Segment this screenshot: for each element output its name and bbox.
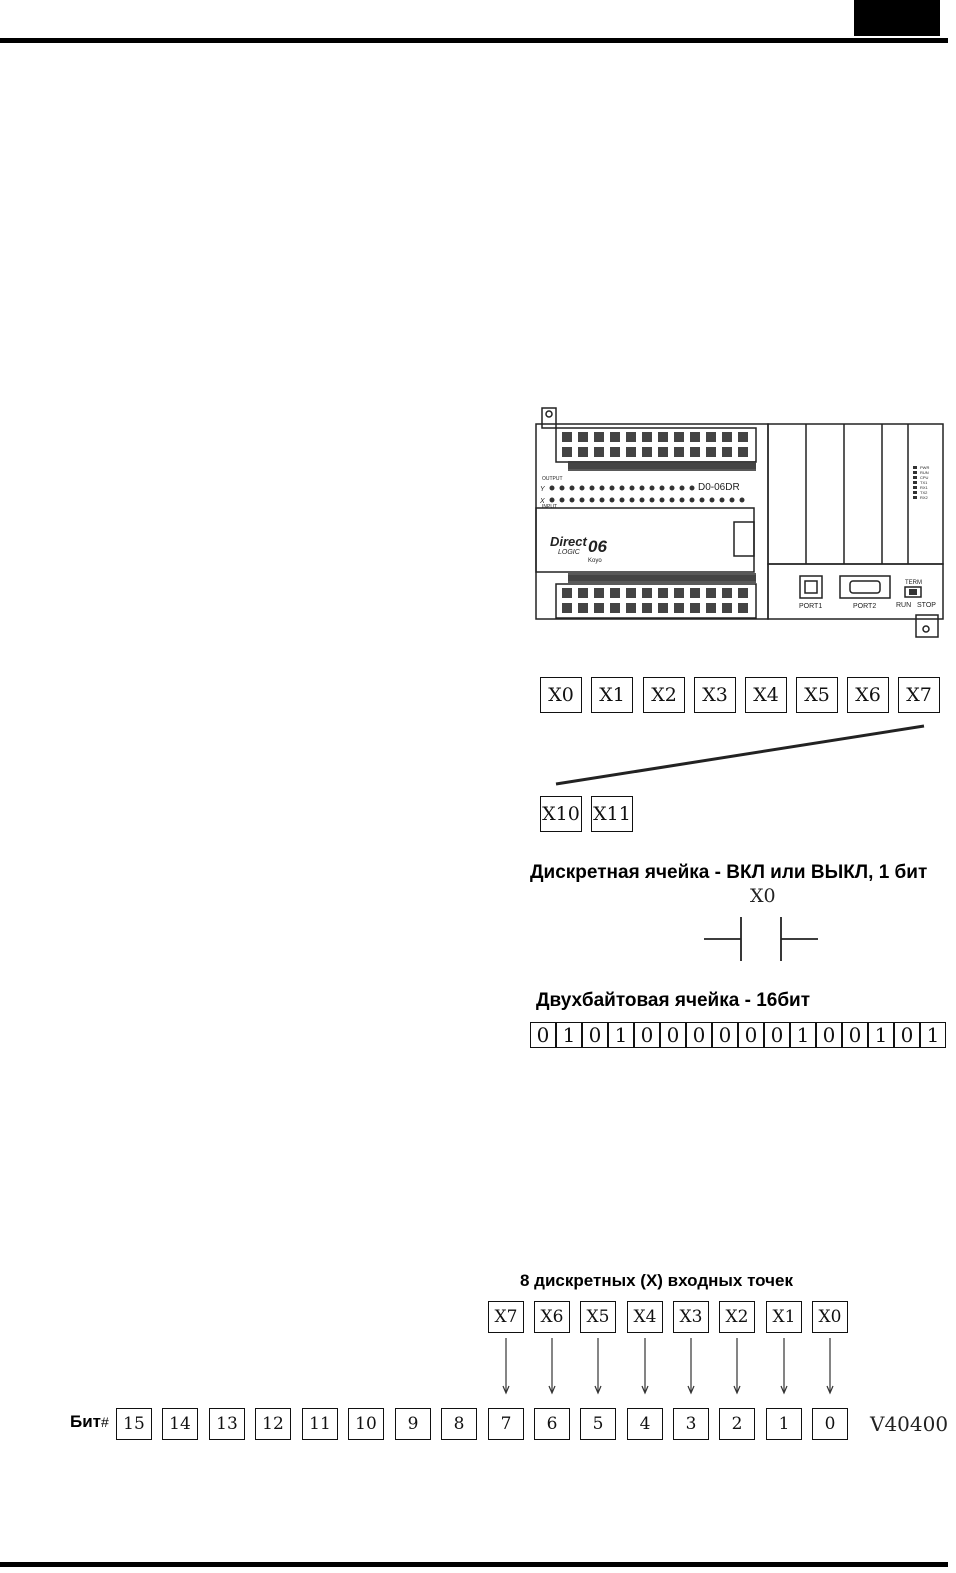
plc-term-label: TERM [905, 580, 922, 586]
word-heading: Двухбайтовая ячейка - 16бит [536, 990, 811, 1011]
mapping-heading: 8 дискретных (X) входных точек [520, 1271, 793, 1290]
mapping-input-box: X6 [534, 1301, 570, 1333]
word-bit-cell: 0 [582, 1022, 608, 1048]
word-bit-cell: 1 [608, 1022, 634, 1048]
plc-led-label: PWR [920, 465, 929, 470]
mapping-input-box: X3 [673, 1301, 709, 1333]
bit-number-box: 5 [580, 1408, 616, 1440]
footer-rule [0, 1562, 948, 1567]
plc-input-label: INPUT [542, 504, 557, 510]
continuation-line [555, 724, 925, 786]
header-corner-block [854, 0, 940, 36]
word-bit-cell: 0 [712, 1022, 738, 1048]
word-bit-cell: 0 [660, 1022, 686, 1048]
plc-output-label: OUTPUT [542, 476, 563, 482]
contact-symbol-icon [704, 917, 818, 961]
address-label: V40400 [870, 1412, 949, 1436]
bit-number-box: 14 [162, 1408, 198, 1440]
plc-port2-label: PORT2 [853, 603, 876, 610]
bit-number-box: 4 [627, 1408, 663, 1440]
contact-label: X0 [750, 885, 776, 907]
plc-stop-label: STOP [917, 602, 936, 609]
input-box-x2: X2 [643, 677, 685, 713]
mapping-input-box: X0 [812, 1301, 848, 1333]
plc-led-label: RUN [920, 470, 929, 475]
plc-input-x: X [539, 498, 545, 505]
word-bit-cell: 1 [790, 1022, 816, 1048]
input-box-x6: X6 [847, 677, 889, 713]
plc-illustration: OUTPUT Y X INPUT D0-06DR Direct LOGIC 06… [535, 407, 944, 638]
word-bit-cell: 1 [556, 1022, 582, 1048]
word-bit-cell: 0 [894, 1022, 920, 1048]
bit-label-text: Бит [70, 1412, 101, 1431]
word-bit-cell: 0 [816, 1022, 842, 1048]
input-box-x7: X7 [898, 677, 940, 713]
bit-hash: # [101, 1414, 109, 1430]
word-bit-cell: 0 [530, 1022, 556, 1048]
bit-number-box: 0 [812, 1408, 848, 1440]
discrete-heading: Дискретная ячейка - ВКЛ или ВЫКЛ, 1 бит [530, 862, 928, 883]
input-box-x10: X10 [540, 796, 582, 832]
input-box-x5: X5 [796, 677, 838, 713]
plc-brand-sub: LOGIC [558, 549, 581, 556]
word-bit-cell: 0 [842, 1022, 868, 1048]
word-bit-cell: 1 [920, 1022, 946, 1048]
bit-number-box: 10 [348, 1408, 384, 1440]
input-box-x0: X0 [540, 677, 582, 713]
bit-label: Бит# [70, 1412, 109, 1432]
word-bit-cell: 1 [868, 1022, 894, 1048]
bit-number-box: 1 [766, 1408, 802, 1440]
mapping-input-box: X7 [488, 1301, 524, 1333]
input-box-x11: X11 [591, 796, 633, 832]
word-bit-cell: 0 [686, 1022, 712, 1048]
bit-number-box: 11 [302, 1408, 338, 1440]
bit-number-box: 2 [719, 1408, 755, 1440]
plc-led-label: RX1 [920, 485, 929, 490]
plc-model: D0-06DR [698, 482, 740, 493]
bit-number-box: 15 [116, 1408, 152, 1440]
bit-number-box: 9 [395, 1408, 431, 1440]
mapping-arrows [502, 1338, 834, 1395]
mapping-input-box: X5 [580, 1301, 616, 1333]
plc-led-label: RX2 [920, 495, 929, 500]
word-bit-cell: 0 [634, 1022, 660, 1048]
input-box-x3: X3 [694, 677, 736, 713]
bit-number-box: 7 [488, 1408, 524, 1440]
bit-number-box: 12 [255, 1408, 291, 1440]
plc-series: 06 [588, 537, 607, 556]
mapping-input-box: X2 [719, 1301, 755, 1333]
bit-number-box: 13 [209, 1408, 245, 1440]
plc-maker: Koyo [588, 558, 602, 564]
word-bit-cell: 0 [738, 1022, 764, 1048]
header-rule [0, 38, 948, 43]
plc-brand: Direct [550, 534, 588, 549]
plc-port1-label: PORT1 [799, 603, 822, 610]
bit-number-box: 8 [441, 1408, 477, 1440]
plc-run-label: RUN [896, 602, 911, 609]
mapping-input-box: X4 [627, 1301, 663, 1333]
bit-number-box: 3 [673, 1408, 709, 1440]
input-box-x4: X4 [745, 677, 787, 713]
bit-number-box: 6 [534, 1408, 570, 1440]
word-bit-cell: 0 [764, 1022, 790, 1048]
plc-led-label: TX2 [920, 490, 928, 495]
plc-led-label: CPU [920, 475, 929, 480]
mapping-input-box: X1 [766, 1301, 802, 1333]
plc-led-label: TX1 [920, 480, 928, 485]
plc-output-y: Y [540, 486, 546, 493]
input-box-x1: X1 [591, 677, 633, 713]
